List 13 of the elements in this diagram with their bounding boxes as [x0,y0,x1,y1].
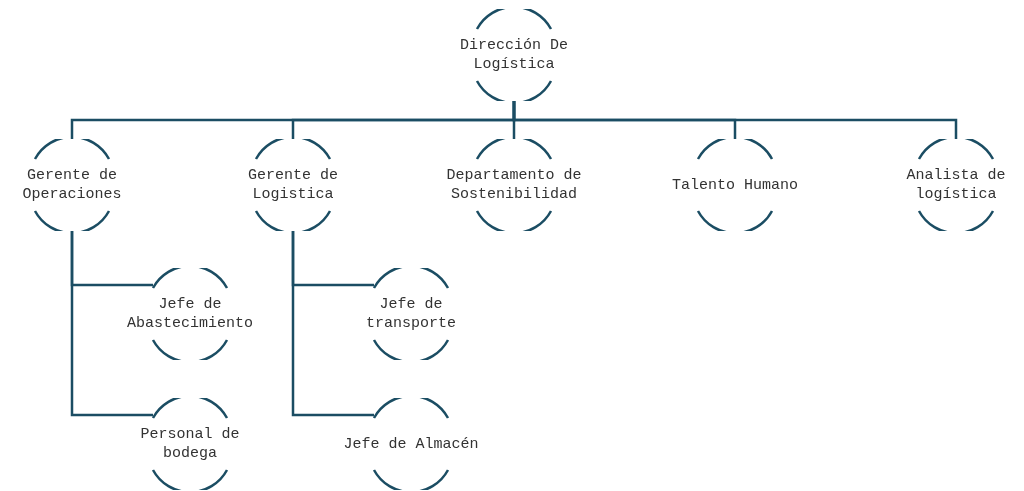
node-label: Talento Humano [671,175,799,195]
node-label: Analista de logística [905,166,1007,204]
node-label: Departamento de Sostenibilidad [445,166,583,204]
node-label: Personal de bodega [139,425,241,463]
node-label: Dirección De Logística [459,36,569,74]
connector-line [70,231,153,417]
node-label: Jefe de Almacén [342,434,480,454]
connector-line [512,101,958,139]
connector-line [291,231,374,417]
node-label: Jefe de Abastecimiento [126,295,254,333]
node-label: Gerente de Logistica [247,166,339,204]
node-label: Jefe de transporte [365,295,457,333]
node-label: Gerente de Operaciones [21,166,123,204]
